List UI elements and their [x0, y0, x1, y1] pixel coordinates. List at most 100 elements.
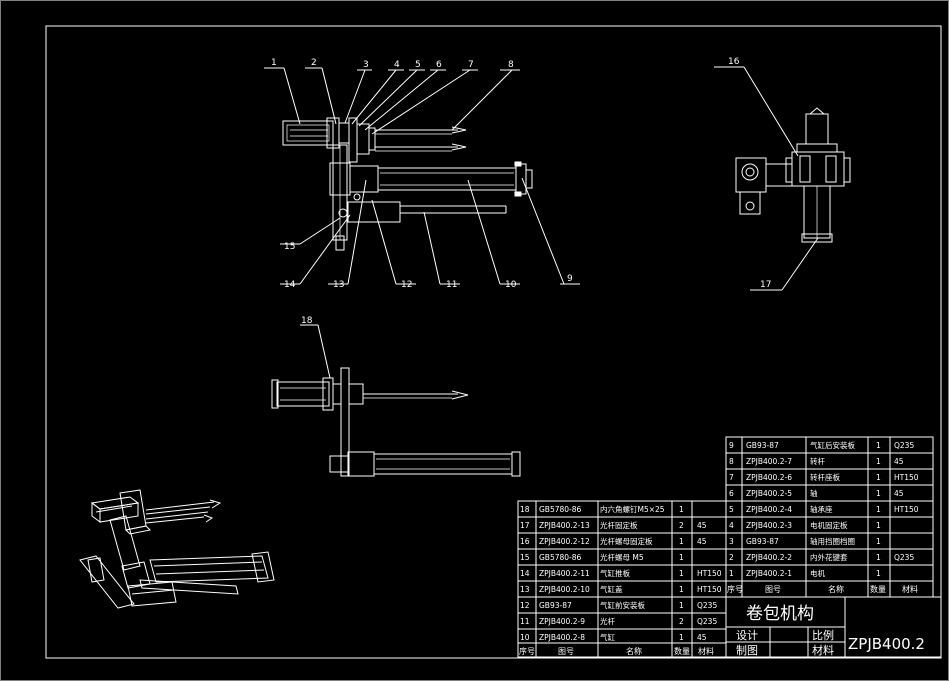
bom-cell-no: 5 — [729, 505, 734, 514]
bom-cell-code: ZPJB400.2-12 — [539, 537, 590, 546]
bom-cell-no: 8 — [729, 457, 734, 466]
bom-cell-material: Q235 — [894, 553, 914, 562]
front-view: 1 2 3 4 5 6 7 8 9 10 11 12 13 14 15 — [264, 58, 580, 290]
bom-cell-no: 11 — [520, 617, 530, 626]
balloon-9: 9 — [567, 274, 573, 284]
bom-cell-name: 气缸 — [600, 632, 615, 642]
bom-cell-name: 轴承座 — [810, 504, 833, 514]
bom-cell-no: 18 — [520, 505, 530, 514]
svg-text:名称: 名称 — [626, 646, 642, 656]
bom-cell-qty: 1 — [876, 569, 881, 578]
svg-text:图号: 图号 — [765, 585, 781, 594]
balloon-16: 16 — [728, 57, 740, 67]
bom-cell-code: ZPJB400.2-11 — [539, 569, 590, 578]
bom-cell-name: 光杆螺母固定板 — [600, 536, 653, 546]
bom-cell-qty: 1 — [876, 489, 881, 498]
bom-cell-code: ZPJB400.2-6 — [746, 473, 792, 482]
bom-cell-no: 13 — [520, 585, 530, 594]
bom-cell-name: 光杆固定板 — [600, 520, 638, 530]
bom-cell-qty: 1 — [876, 441, 881, 450]
svg-text:图号: 图号 — [558, 647, 574, 656]
bom-cell-qty: 1 — [679, 601, 684, 610]
balloon-8: 8 — [508, 60, 514, 70]
bom-cell-no: 10 — [520, 633, 530, 642]
bom-cell-name: 轴用挡圈档圈 — [810, 536, 855, 546]
bom-cell-code: GB93-87 — [746, 441, 779, 450]
bom-cell-material: HT150 — [697, 569, 722, 578]
title-block: 卷包机构 ZPJB400.2 设计 制图 比例 材料 序号 图号 名称 数量 材… — [517, 436, 942, 658]
bom-cell-code: ZPJB400.2-8 — [539, 633, 585, 642]
bom-cell-no: 1 — [729, 569, 734, 578]
bom-cell-code: GB93-87 — [746, 537, 779, 546]
bom-cell-qty: 1 — [679, 537, 684, 546]
bom-cell-no: 15 — [520, 553, 530, 562]
balloon-17: 17 — [760, 280, 771, 290]
balloon-11: 11 — [446, 280, 457, 290]
bom-cell-code: ZPJB400.2-13 — [539, 521, 590, 530]
bom-cell-code: ZPJB400.2-3 — [746, 521, 792, 530]
bom-cell-qty: 2 — [679, 521, 684, 530]
bom-cell-no: 14 — [520, 569, 530, 578]
material-label: 材料 — [812, 643, 834, 657]
balloon-18: 18 — [301, 316, 313, 326]
bom-cell-no: 12 — [520, 601, 530, 610]
balloon-4: 4 — [394, 60, 400, 70]
bom-cell-name: 轴 — [810, 488, 818, 498]
bom-cell-material: HT150 — [894, 473, 919, 482]
bom-cell-code: ZPJB400.2-7 — [746, 457, 792, 466]
svg-text:名称: 名称 — [828, 584, 844, 594]
bom-cell-name: 气缸盖 — [600, 584, 623, 594]
bom-cell-material: HT150 — [697, 585, 722, 594]
bom-cell-qty: 1 — [876, 537, 881, 546]
bom-cell-material: HT150 — [894, 505, 919, 514]
side-view: 16 17 — [714, 57, 851, 291]
bom-cell-qty: 1 — [679, 505, 684, 514]
bom-cell-material: 45 — [894, 489, 904, 498]
bom-cell-name: 内外花键套 — [810, 552, 848, 562]
balloon-6: 6 — [436, 60, 442, 70]
bom-cell-code: ZPJB400.2-9 — [539, 617, 585, 626]
bom-cell-material: 45 — [697, 537, 707, 546]
balloon-3: 3 — [363, 60, 369, 70]
balloon-leaders-front — [264, 67, 580, 285]
balloon-2: 2 — [311, 58, 317, 68]
bom-cell-material: 45 — [894, 457, 904, 466]
bom-cell-qty: 1 — [679, 633, 684, 642]
drawing-title: 卷包机构 — [746, 604, 814, 624]
balloon-15: 15 — [284, 242, 295, 252]
drafting-label: 制图 — [736, 644, 758, 657]
bom-cell-no: 2 — [729, 553, 734, 562]
bom-cell-qty: 1 — [876, 553, 881, 562]
drawing-frame — [45, 25, 942, 659]
bom-cell-qty: 1 — [876, 457, 881, 466]
bom-cell-code: GB5780-86 — [539, 553, 582, 562]
balloon-7: 7 — [468, 60, 474, 70]
bom-cell-material: 45 — [697, 521, 707, 530]
bom-cell-material: 45 — [697, 633, 707, 642]
isometric-view — [79, 489, 275, 609]
balloon-14: 14 — [284, 280, 296, 290]
design-label: 设计 — [736, 629, 758, 642]
bom-cell-material: Q235 — [697, 601, 717, 610]
svg-text:材料: 材料 — [902, 584, 918, 594]
bom-cell-code: ZPJB400.2-2 — [746, 553, 792, 562]
bom-cell-name: 内六角螺钉M5×25 — [600, 504, 665, 514]
svg-text:序号: 序号 — [519, 646, 535, 656]
bom-cell-name: 气缸推板 — [600, 568, 630, 578]
bom-cell-no: 4 — [729, 521, 734, 530]
bom-cell-code: ZPJB400.2-4 — [746, 505, 792, 514]
bom-cell-qty: 1 — [876, 473, 881, 482]
bom-cell-name: 电机 — [810, 568, 825, 578]
bom-cell-qty: 1 — [679, 585, 684, 594]
bom-cell-name: 气缸前安装板 — [600, 600, 645, 610]
balloon-12: 12 — [401, 280, 412, 290]
bom-cell-name: 气缸后安装板 — [810, 440, 855, 450]
svg-text:序号: 序号 — [727, 584, 743, 594]
bom-cell-no: 9 — [729, 441, 734, 450]
bom-cell-material: Q235 — [697, 617, 717, 626]
bom-header-right: 序号 图号 名称 数量 材料 — [727, 584, 918, 594]
svg-text:数量: 数量 — [674, 646, 690, 656]
balloon-5: 5 — [415, 60, 421, 70]
